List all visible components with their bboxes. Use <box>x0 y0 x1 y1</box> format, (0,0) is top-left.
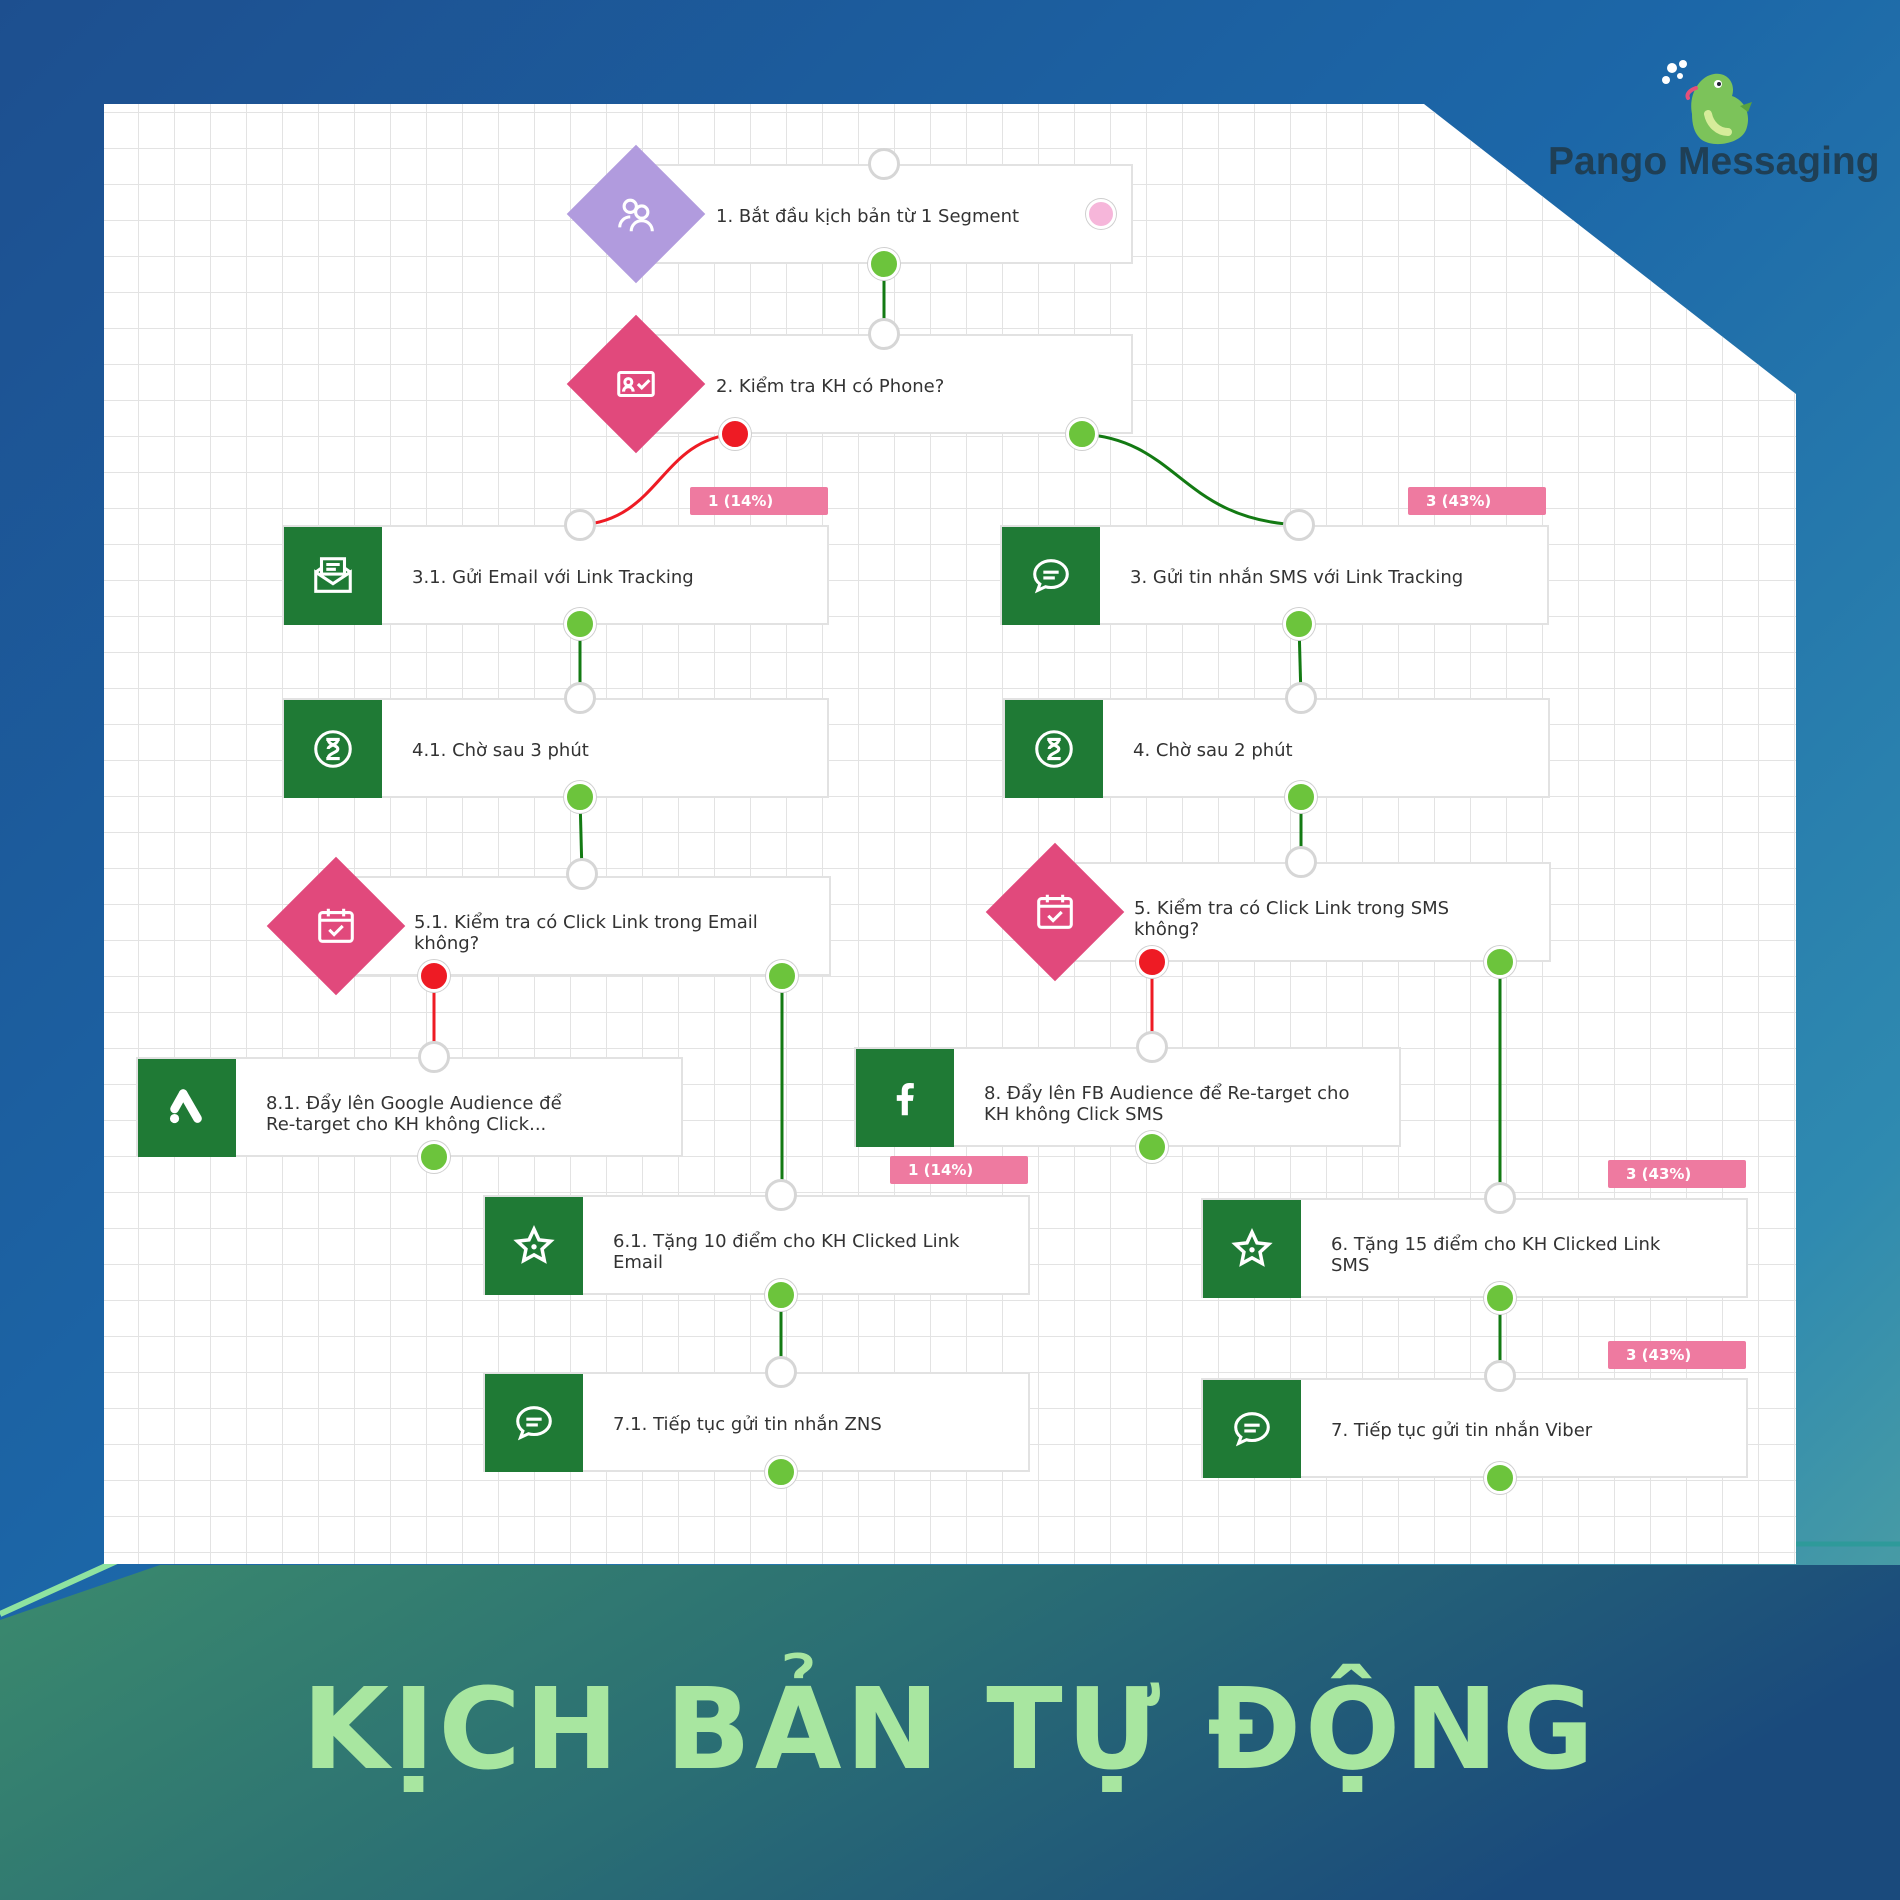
output-port-yes[interactable] <box>766 960 798 992</box>
output-port-yes[interactable] <box>1484 946 1516 978</box>
star-icon <box>1231 1228 1273 1267</box>
status-dot <box>1086 199 1116 229</box>
node-icon-box <box>485 1197 583 1295</box>
node-icon-box <box>485 1374 583 1472</box>
bottom-band <box>0 1565 1900 1900</box>
start-diamond <box>566 144 706 284</box>
node-check-phone[interactable]: 2. Kiểm tra KH có Phone? <box>632 334 1133 434</box>
contact-card-icon <box>617 370 655 398</box>
node-send-email[interactable]: 3.1. Gửi Email với Link Tracking <box>282 525 829 625</box>
output-port-no[interactable] <box>1136 946 1168 978</box>
node-icon-box <box>1203 1380 1301 1478</box>
output-port-no[interactable] <box>418 960 450 992</box>
node-icon-box <box>1203 1200 1301 1298</box>
input-port[interactable] <box>566 858 598 890</box>
node-fb-audience[interactable]: 8. Đẩy lên FB Audience để Re-target cho … <box>854 1047 1401 1147</box>
page-title: KỊCH BẢN TỰ ĐỘNG <box>302 1665 1598 1795</box>
input-port[interactable] <box>1136 1031 1168 1063</box>
input-port[interactable] <box>1484 1360 1516 1392</box>
output-port-yes[interactable] <box>1484 1282 1516 1314</box>
chat-icon <box>1234 1412 1270 1447</box>
node-wait-2min[interactable]: 4. Chờ sau 2 phút <box>1003 698 1550 798</box>
chat-icon <box>516 1406 552 1441</box>
node-label: 5.1. Kiểm tra có Click Link trong Email … <box>414 912 758 954</box>
node-icon-box <box>284 700 382 798</box>
node-reward-10[interactable]: 6.1. Tặng 10 điểm cho KH Clicked Link Em… <box>483 1195 1030 1295</box>
node-icon-box <box>1002 527 1100 625</box>
condition-diamond <box>266 856 406 996</box>
output-port-yes[interactable] <box>564 781 596 813</box>
node-label: 8.1. Đẩy lên Google Audience để Re-targe… <box>266 1093 562 1135</box>
node-label: 2. Kiểm tra KH có Phone? <box>716 376 945 397</box>
input-port[interactable] <box>765 1179 797 1211</box>
node-label: 7.1. Tiếp tục gửi tin nhắn ZNS <box>613 1414 882 1435</box>
output-port-yes[interactable] <box>564 608 596 640</box>
input-port[interactable] <box>1285 846 1317 878</box>
output-port-yes[interactable] <box>1484 1462 1516 1494</box>
node-check-email-click[interactable]: 5.1. Kiểm tra có Click Link trong Email … <box>330 876 831 976</box>
input-port[interactable] <box>418 1041 450 1073</box>
brand-name: Pango Messaging <box>1548 140 1880 183</box>
input-port[interactable] <box>1484 1182 1516 1214</box>
input-port[interactable] <box>1283 509 1315 541</box>
calendar-check-icon <box>1037 894 1073 929</box>
input-port[interactable] <box>868 148 900 180</box>
star-icon <box>513 1225 555 1264</box>
input-port[interactable] <box>564 682 596 714</box>
output-port-no[interactable] <box>719 418 751 450</box>
output-port-yes[interactable] <box>868 248 900 280</box>
stats-badge: 3 (43%) <box>1608 1341 1746 1369</box>
stats-badge: 1 (14%) <box>890 1156 1028 1184</box>
chat-icon <box>1033 559 1069 594</box>
node-label: 4. Chờ sau 2 phút <box>1133 740 1293 761</box>
node-icon-box <box>1005 700 1103 798</box>
node-label: 3. Gửi tin nhắn SMS với Link Tracking <box>1130 567 1464 588</box>
output-port-yes[interactable] <box>418 1141 450 1173</box>
node-reward-15[interactable]: 6. Tặng 15 điểm cho KH Clicked Link SMS <box>1201 1198 1748 1298</box>
input-port[interactable] <box>564 509 596 541</box>
node-label: 6.1. Tặng 10 điểm cho KH Clicked Link Em… <box>613 1231 960 1273</box>
calendar-check-icon <box>318 908 354 943</box>
node-label: 6. Tặng 15 điểm cho KH Clicked Link SMS <box>1331 1234 1661 1276</box>
node-send-zns[interactable]: 7.1. Tiếp tục gửi tin nhắn ZNS <box>483 1372 1030 1472</box>
node-icon-box <box>284 527 382 625</box>
node-label: 4.1. Chờ sau 3 phút <box>412 740 589 761</box>
condition-diamond <box>566 314 706 454</box>
node-google-audience[interactable]: 8.1. Đẩy lên Google Audience để Re-targe… <box>136 1057 683 1157</box>
stats-badge: 3 (43%) <box>1608 1160 1746 1188</box>
workflow-canvas[interactable] <box>104 104 1796 1564</box>
input-port[interactable] <box>765 1356 797 1388</box>
facebook-icon <box>896 1083 914 1116</box>
hourglass-icon <box>314 730 352 768</box>
node-send-sms[interactable]: 3. Gửi tin nhắn SMS với Link Tracking <box>1000 525 1549 625</box>
output-port-yes[interactable] <box>1283 608 1315 640</box>
output-port-yes[interactable] <box>1136 1131 1168 1163</box>
email-icon <box>314 557 352 593</box>
node-label: 8. Đẩy lên FB Audience để Re-target cho … <box>984 1083 1350 1125</box>
condition-diamond <box>985 842 1125 982</box>
node-send-viber[interactable]: 7. Tiếp tục gửi tin nhắn Viber <box>1201 1378 1748 1478</box>
output-port-yes[interactable] <box>1066 418 1098 450</box>
hourglass-icon <box>1035 730 1073 768</box>
node-icon-box <box>138 1059 236 1157</box>
output-port-yes[interactable] <box>1285 781 1317 813</box>
input-port[interactable] <box>868 318 900 350</box>
stats-badge: 3 (43%) <box>1408 487 1546 515</box>
node-label: 3.1. Gửi Email với Link Tracking <box>412 567 694 588</box>
mascot-logo <box>1662 60 1752 145</box>
node-label: 1. Bắt đầu kịch bản từ 1 Segment <box>716 206 1020 227</box>
stats-badge: 1 (14%) <box>690 487 828 515</box>
google-ads-icon <box>169 1089 202 1124</box>
node-label: 5. Kiểm tra có Click Link trong SMS khôn… <box>1134 898 1450 940</box>
node-icon-box <box>856 1049 954 1147</box>
node-wait-3min[interactable]: 4.1. Chờ sau 3 phút <box>282 698 829 798</box>
output-port-yes[interactable] <box>765 1456 797 1488</box>
input-port[interactable] <box>1285 682 1317 714</box>
output-port-yes[interactable] <box>765 1279 797 1311</box>
node-check-sms-click[interactable]: 5. Kiểm tra có Click Link trong SMS khôn… <box>1050 862 1551 962</box>
node-label: 7. Tiếp tục gửi tin nhắn Viber <box>1331 1420 1593 1441</box>
users-icon <box>618 198 654 232</box>
